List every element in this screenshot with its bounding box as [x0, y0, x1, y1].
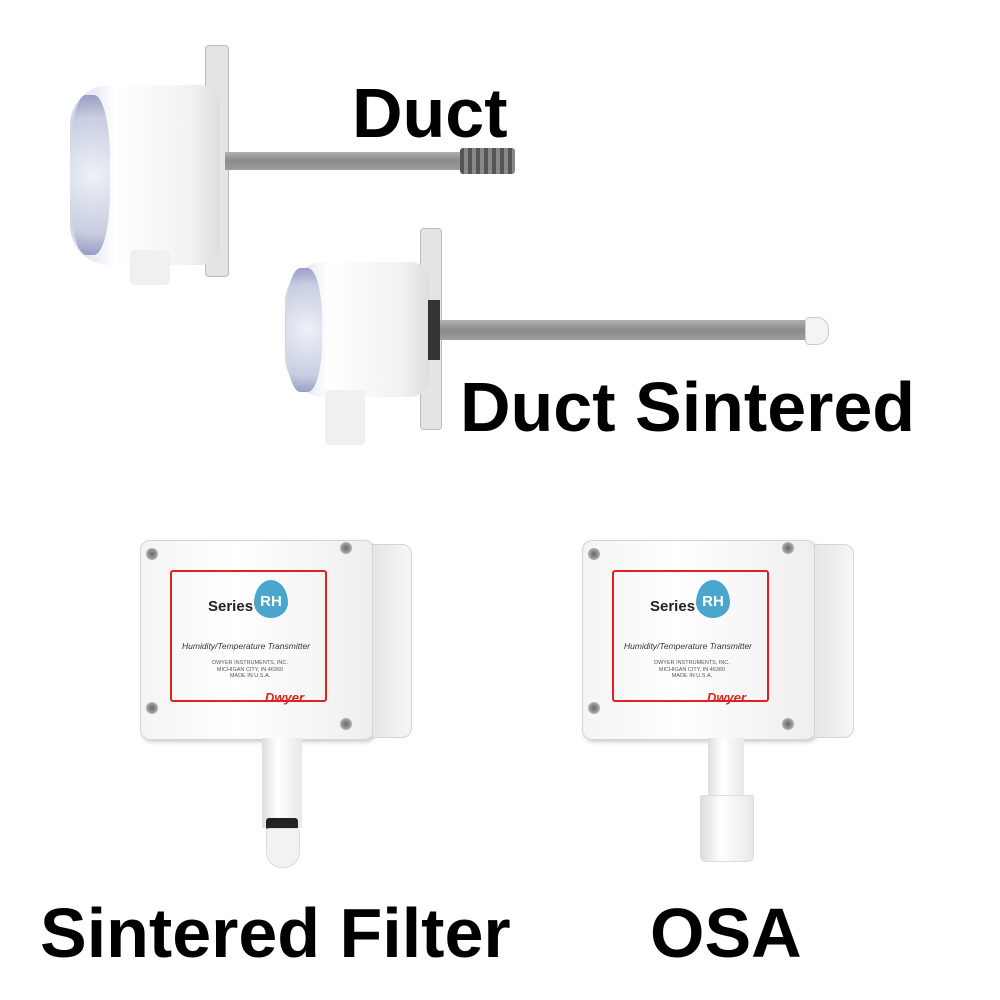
label-duct: Duct	[352, 74, 508, 152]
label-duct-sintered: Duct Sintered	[460, 368, 916, 446]
description: Humidity/Temperature Transmitter	[624, 641, 753, 651]
label-sintered-filter: Sintered Filter	[40, 894, 511, 972]
rh-drop-logo: RH	[696, 580, 730, 618]
address-line: DWYER INSTRUMENTS, INC.	[212, 660, 288, 666]
dwyer-logo: Dwyer	[707, 690, 747, 705]
address-line: MADE IN U.S.A.	[229, 673, 271, 680]
series-label: Series	[208, 598, 254, 615]
probe-ring	[266, 818, 298, 830]
dwyer-logo: Dwyer	[265, 690, 305, 705]
address-line: MICHIGAN CITY, IN 46360	[658, 666, 726, 673]
sintered-filter-tip	[266, 828, 300, 868]
osa-probe-shield	[700, 795, 754, 862]
label-osa: OSA	[650, 894, 802, 972]
rh-drop-logo: RH	[254, 580, 288, 618]
address: DWYER INSTRUMENTS, INC. MICHIGAN CITY, I…	[642, 660, 742, 680]
probe	[262, 738, 302, 828]
address-line: MICHIGAN CITY, IN 46360	[216, 666, 284, 673]
probe	[708, 738, 744, 798]
address-line: DWYER INSTRUMENTS, INC.	[654, 660, 730, 666]
address-line: MADE IN U.S.A.	[671, 673, 713, 680]
osa-transmitter-image: Series RH Humidity/Temperature Transmitt…	[582, 540, 862, 740]
address: DWYER INSTRUMENTS, INC. MICHIGAN CITY, I…	[200, 660, 300, 680]
series-label: Series	[650, 598, 696, 615]
sintered-filter-transmitter-image: Series RH Humidity/Temperature Transmitt…	[140, 540, 420, 740]
description: Humidity/Temperature Transmitter	[182, 641, 311, 651]
